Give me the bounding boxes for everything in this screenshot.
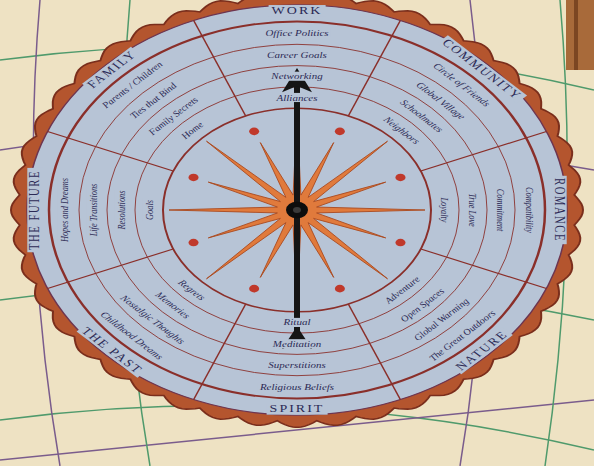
sector-divider (48, 131, 174, 171)
wheel-sector: COMMUNITYCircle of FriendsGlobal Village… (10, 0, 584, 428)
category-label: NATURE (451, 327, 514, 375)
category-label: WORK (269, 5, 326, 17)
rose-dot (395, 239, 405, 247)
topic-label: Global Warming (410, 296, 473, 344)
sector-divider (348, 20, 400, 115)
rose-dot (249, 285, 259, 293)
rose-dot (395, 174, 405, 182)
category-label: THE PAST (76, 324, 147, 378)
topic-label: Adventure (380, 273, 423, 306)
sector-divider (348, 304, 400, 399)
topic-label: Superstitions (266, 360, 327, 369)
disc (27, 5, 567, 415)
wheel-sector: SPIRIT Religious Beliefs Superstitions Medi… (10, 0, 584, 428)
scalloped-rim (11, 0, 583, 427)
topic-label: Religious Beliefs (258, 382, 336, 391)
sector-divider (421, 249, 547, 289)
topic-label: Childhood Dreams (97, 308, 168, 362)
topic-label: Schoolmates (396, 96, 447, 135)
topic-label: Office Politics (263, 28, 330, 37)
topic-label: Career Goals (265, 50, 329, 59)
topic-label: Family Secrets (144, 94, 202, 138)
category-label: ROMANCE (551, 176, 566, 244)
wheel-sector: FAMILYParents / ChildrenTies that BindFa… (10, 0, 584, 428)
topic-label: Meditation (271, 339, 323, 348)
wheel-sector: THE PASTChildhood DreamsNostalgic Though… (10, 0, 584, 428)
category-label: SPIRIT (267, 403, 328, 415)
topic-label: Commitment (495, 187, 507, 233)
topic-label: Neighbors (380, 114, 424, 147)
topic-label: Goals (143, 198, 155, 221)
rose-dot (335, 128, 345, 136)
topic-label: Networking (269, 72, 324, 81)
wheel-sector: NATUREThe Great OutdoorsGlobal WarmingOp… (10, 0, 584, 428)
topic-label: Ties that Bind (125, 80, 180, 121)
wheel-sector: WORK Office PoliticsCareer GoalsNetworkin… (10, 0, 584, 428)
rose-dot (189, 239, 199, 247)
topic-label: Loyalty (439, 196, 451, 224)
topic-label: The Great Outdoors (425, 307, 499, 363)
topic-label: Alliances (275, 93, 320, 102)
pointer (282, 68, 312, 349)
topic-label: Global Village (413, 79, 470, 122)
topic-label: Home (177, 119, 207, 142)
topic-label: Memories (151, 288, 193, 320)
category-label: FAMILY (82, 46, 142, 91)
topic-label: Ritual (282, 318, 313, 327)
topic-label: Resolutions (115, 189, 127, 231)
category-label: COMMUNITY (437, 35, 527, 103)
topic-label: Hopes and Dreams (58, 176, 70, 243)
topic-label: True Love (467, 192, 479, 229)
rose-dot (335, 285, 345, 293)
sector-divider (194, 20, 246, 115)
topic-label: Parents / Children (98, 59, 167, 111)
wooden-edge (566, 0, 594, 70)
topic-label: Regrets (175, 276, 210, 302)
wheel-sector: THE FUTURE Hopes and Dreams Life Transitio… (10, 0, 584, 428)
sector-divider (194, 304, 246, 399)
topic-label: Circle of Friends (429, 60, 494, 109)
topic-label: Open Spaces (396, 285, 448, 324)
topic-label: Nostalgic Thoughts (117, 292, 189, 347)
topic-label: Life Transitions (87, 182, 99, 238)
topic-label: Compatibility (524, 185, 536, 234)
rose-dot (189, 174, 199, 182)
wheel-drawing (10, 0, 584, 428)
category-label: THE FUTURE (27, 168, 42, 252)
spinner-wheel: WORK Office PoliticsCareer GoalsNetworkin… (10, 0, 584, 428)
sector-divider (421, 131, 547, 171)
rose-dot (249, 128, 259, 136)
sector-divider (48, 249, 174, 289)
wheel-sector: ROMANCE Compatibility Commitment True Love L… (10, 0, 584, 428)
